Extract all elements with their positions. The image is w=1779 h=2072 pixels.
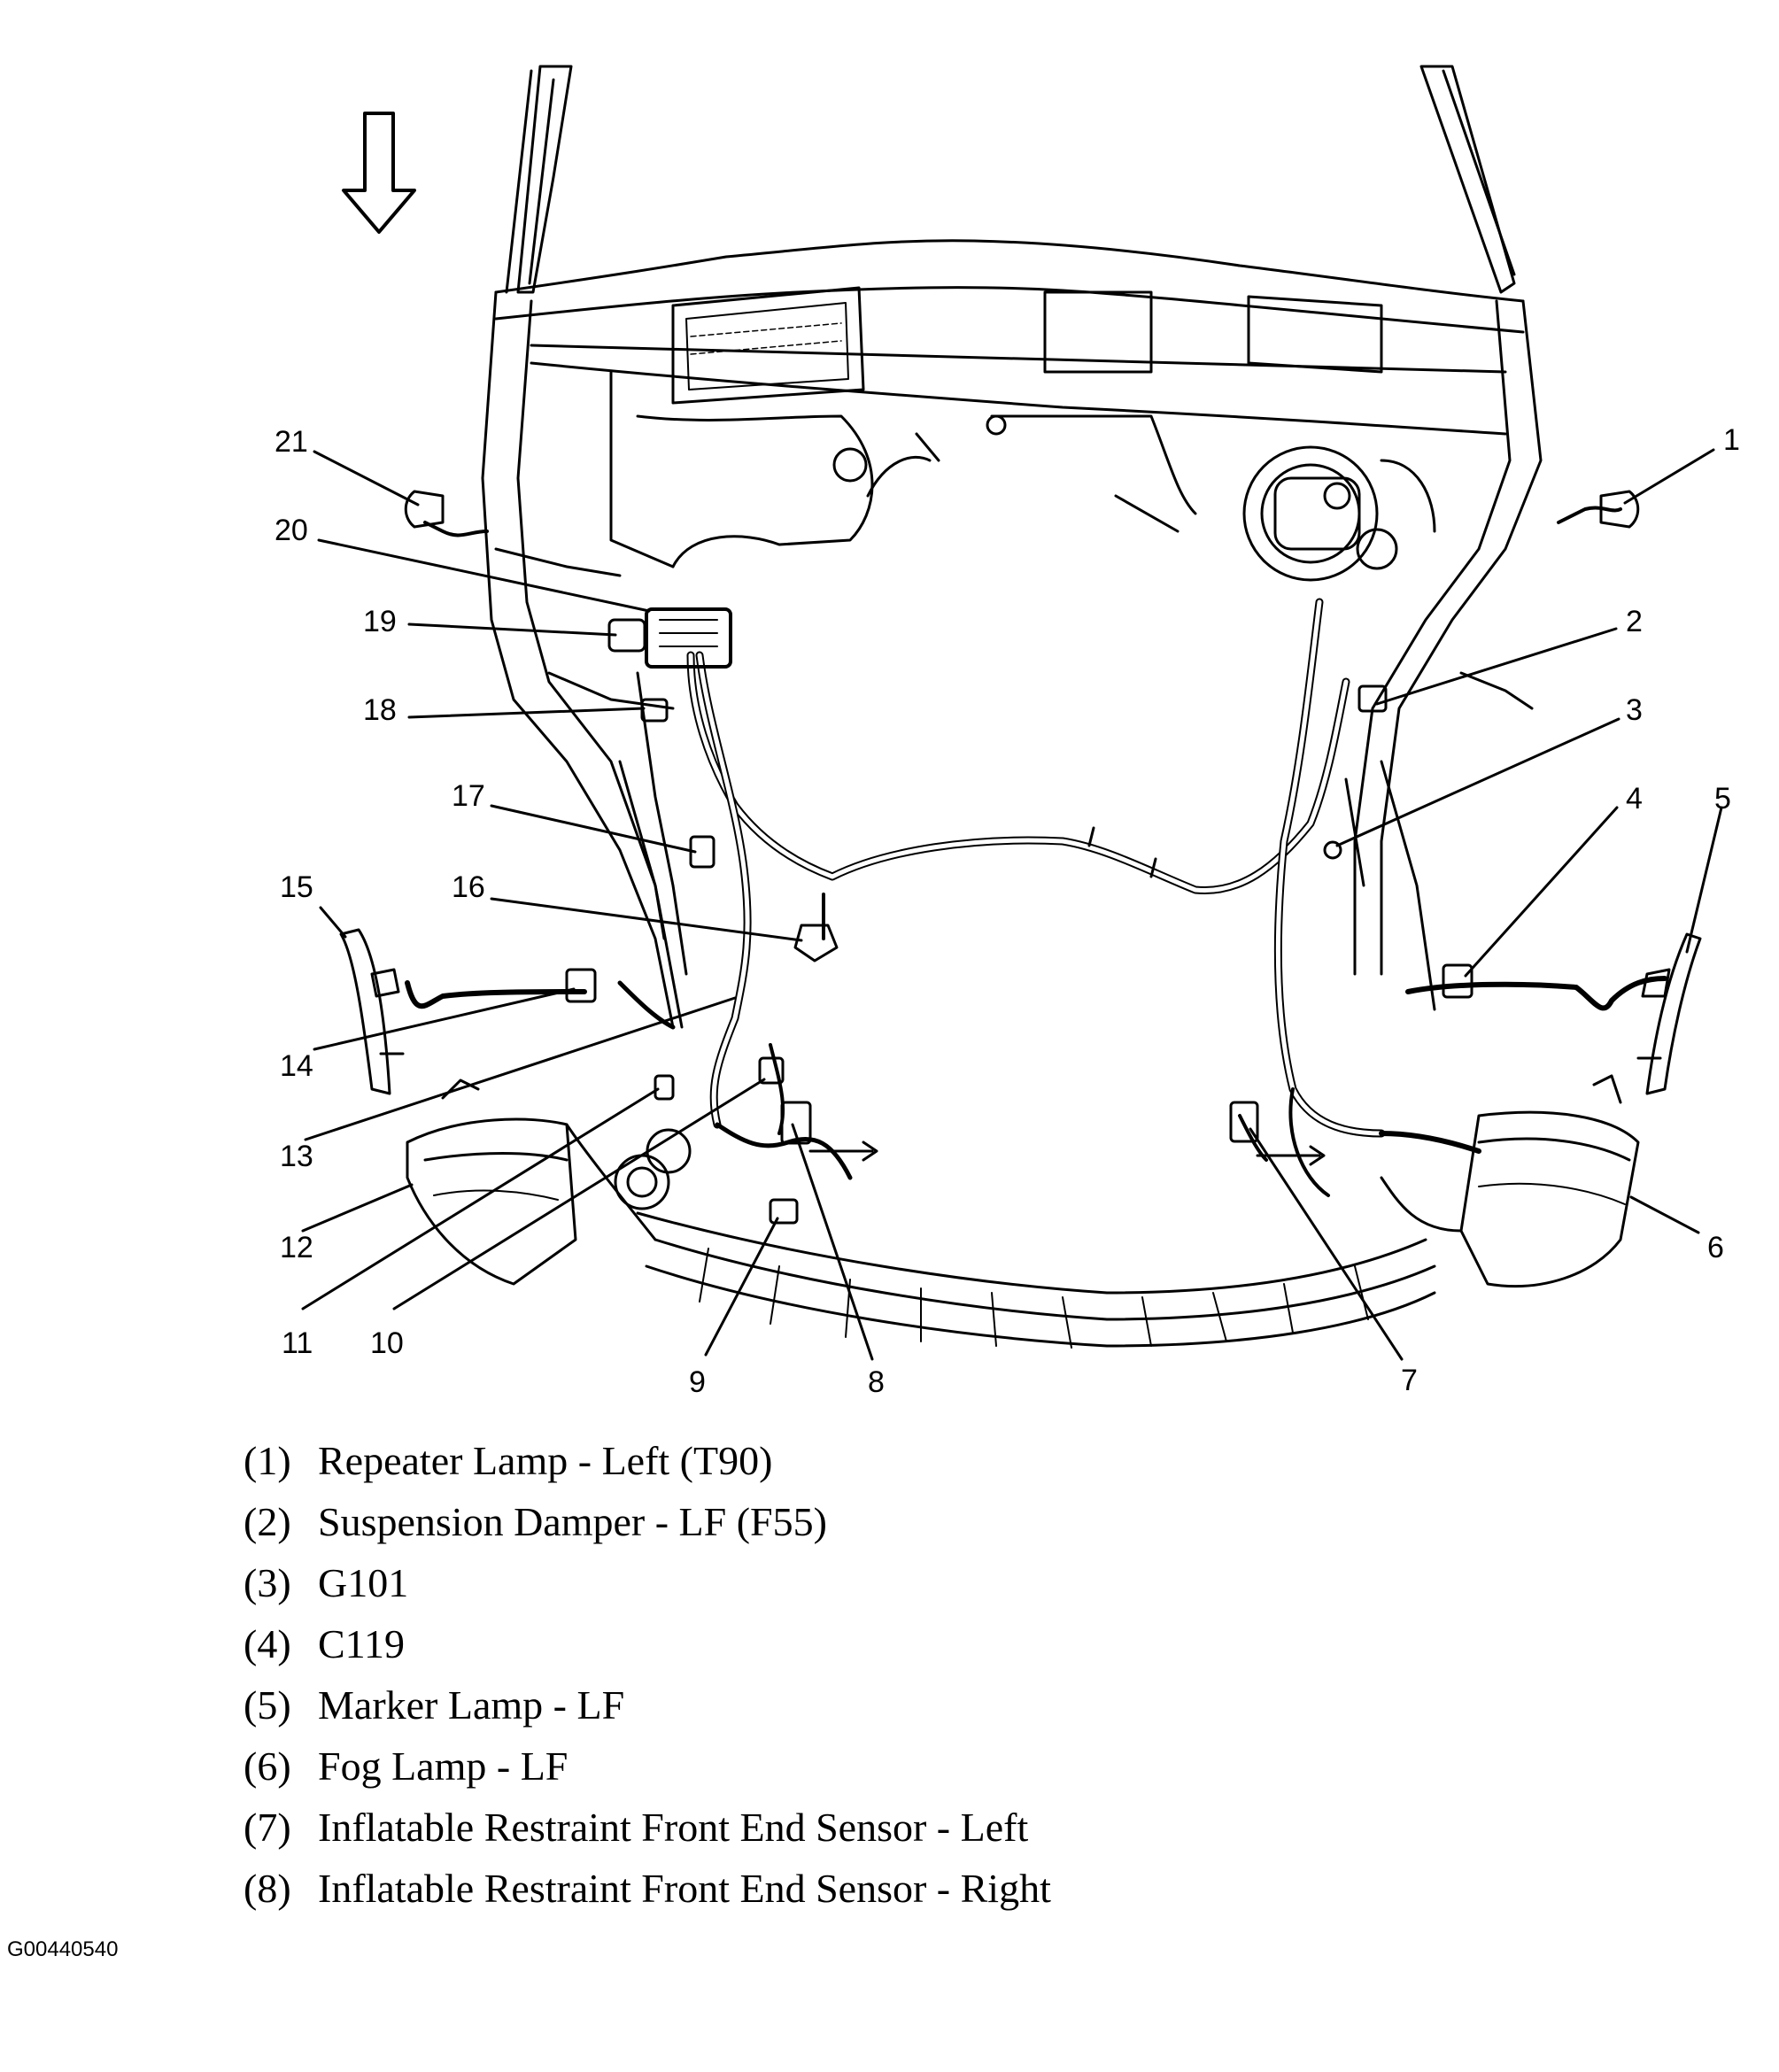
legend-item: (7) Inflatable Restraint Front End Sensor… (244, 1797, 1572, 1858)
legend-item: (1) Repeater Lamp - Left (T90) (244, 1430, 1572, 1491)
callout-21: 21 (275, 425, 308, 459)
legend-text: G101 (318, 1560, 409, 1605)
callout-9: 9 (689, 1365, 706, 1399)
callout-6: 6 (1707, 1231, 1724, 1264)
hood-pillars (505, 65, 1516, 294)
callout-19: 19 (363, 605, 397, 638)
legend-item: (8) Inflatable Restraint Front End Sensor… (244, 1858, 1572, 1919)
left-frame-rail (481, 290, 688, 1029)
legend-number: (7) (244, 1805, 291, 1850)
callout-16: 16 (452, 870, 485, 904)
callout-labels: 1 2 3 4 5 6 7 8 9 10 11 12 13 14 15 16 1… (275, 423, 1740, 1399)
callout-15: 15 (280, 870, 313, 904)
right-marker-lamp (339, 928, 405, 1095)
brake-booster (1242, 445, 1436, 582)
legend-number: (1) (244, 1438, 291, 1483)
legend-number: (5) (244, 1682, 291, 1728)
bumper-beam (636, 1211, 1436, 1349)
callout-1: 1 (1723, 423, 1740, 457)
callout-8: 8 (868, 1365, 885, 1399)
callout-11: 11 (282, 1326, 313, 1360)
legend-number: (2) (244, 1499, 291, 1544)
callout-10: 10 (370, 1326, 404, 1360)
callout-17: 17 (452, 779, 485, 813)
legend-text: Inflatable Restraint Front End Sensor - … (318, 1805, 1029, 1850)
legend-item: (2) Suspension Damper - LF (F55) (244, 1491, 1572, 1552)
legend-text: Inflatable Restraint Front End Sensor - … (318, 1866, 1051, 1911)
callout-13: 13 (280, 1140, 313, 1173)
legend-number: (4) (244, 1621, 291, 1666)
callout-12: 12 (280, 1231, 313, 1264)
callout-2: 2 (1626, 605, 1643, 638)
legend-item: (5) Marker Lamp - LF (244, 1674, 1572, 1736)
legend-item: (3) G101 (244, 1552, 1572, 1613)
legend-item: (4) C119 (244, 1613, 1572, 1674)
legend-item: (6) Fog Lamp - LF (244, 1736, 1572, 1797)
legend-number: (6) (244, 1743, 291, 1789)
legend-text: Suspension Damper - LF (F55) (318, 1499, 827, 1544)
callout-7: 7 (1401, 1364, 1418, 1397)
callout-20: 20 (275, 514, 308, 547)
callout-14: 14 (280, 1049, 313, 1083)
leader-lines (301, 448, 1723, 1361)
legend-text: Fog Lamp - LF (318, 1743, 569, 1789)
legend-text: Repeater Lamp - Left (T90) (318, 1438, 773, 1483)
legend-text: C119 (318, 1621, 405, 1666)
callout-4: 4 (1626, 782, 1643, 816)
legend-number: (8) (244, 1866, 291, 1911)
front-harness-drawing: 1 2 3 4 5 6 7 8 9 10 11 12 13 14 15 16 1… (275, 65, 1740, 1399)
callout-18: 18 (363, 693, 397, 727)
legend-number: (3) (244, 1560, 291, 1605)
left-marker-lamp (1636, 932, 1702, 1095)
callout-3: 3 (1626, 693, 1643, 727)
left-fog-lamp (1380, 1074, 1640, 1287)
direction-arrow-icon (342, 112, 416, 234)
wire-harness (405, 506, 1667, 1197)
cowl-structure (494, 239, 1525, 568)
legend-text: Marker Lamp - LF (318, 1682, 625, 1728)
figure-id: G00440540 (7, 1937, 119, 1961)
right-frame-rail (1344, 299, 1543, 1011)
callout-5: 5 (1714, 782, 1731, 816)
right-fog-lamp (406, 1079, 657, 1286)
legend: (1) Repeater Lamp - Left (T90) (2) Suspens… (244, 1430, 1572, 1919)
components (404, 490, 1640, 1225)
